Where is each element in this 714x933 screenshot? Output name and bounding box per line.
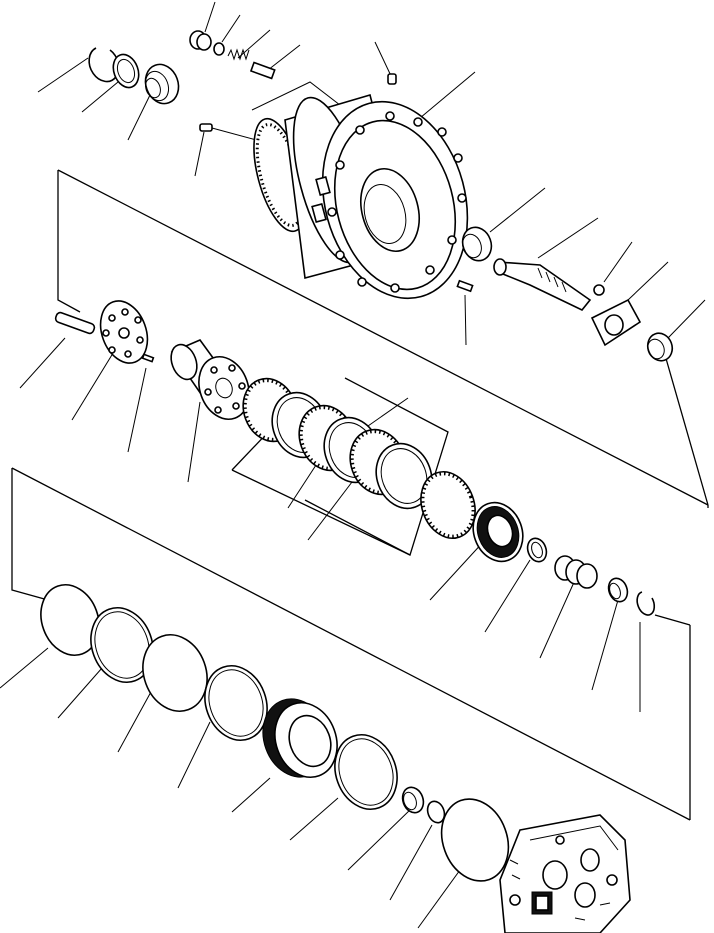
ball — [593, 284, 605, 296]
small-ring — [213, 42, 225, 56]
pin-small — [141, 353, 155, 363]
spring-set — [554, 555, 598, 589]
seal-housing — [262, 698, 338, 778]
pin-small-right — [456, 279, 474, 293]
cylinder-block — [170, 339, 250, 420]
brake-piston — [472, 501, 524, 563]
o-ring-large — [440, 798, 510, 882]
o-ring-3 — [142, 634, 208, 712]
pin-top — [249, 61, 276, 80]
ring-2 — [90, 607, 154, 683]
ring-small — [526, 537, 548, 563]
plate-7 — [420, 471, 476, 539]
bearing-right — [461, 226, 493, 262]
housing — [253, 93, 469, 300]
screw-top — [387, 73, 397, 85]
o-ring-1 — [40, 584, 100, 656]
bearing-far-right — [646, 332, 674, 362]
bearing-top — [144, 63, 180, 105]
piston — [54, 311, 96, 335]
shaft — [493, 258, 592, 311]
bearing-bottom — [401, 786, 425, 814]
spring — [227, 48, 250, 61]
group-outline-upper — [57, 169, 709, 508]
retainer-plate — [99, 300, 149, 364]
snap-ring-right — [636, 591, 656, 616]
valve-body — [499, 814, 631, 933]
spring-cap — [189, 30, 212, 51]
ring-bottom — [426, 800, 446, 824]
washer-top — [112, 53, 140, 89]
ring-4 — [204, 665, 268, 741]
group-outline-lower — [11, 467, 691, 821]
plate-6 — [334, 734, 398, 810]
brake-plate-6 — [375, 442, 433, 510]
collar — [607, 577, 629, 603]
swash-plate — [590, 298, 642, 347]
